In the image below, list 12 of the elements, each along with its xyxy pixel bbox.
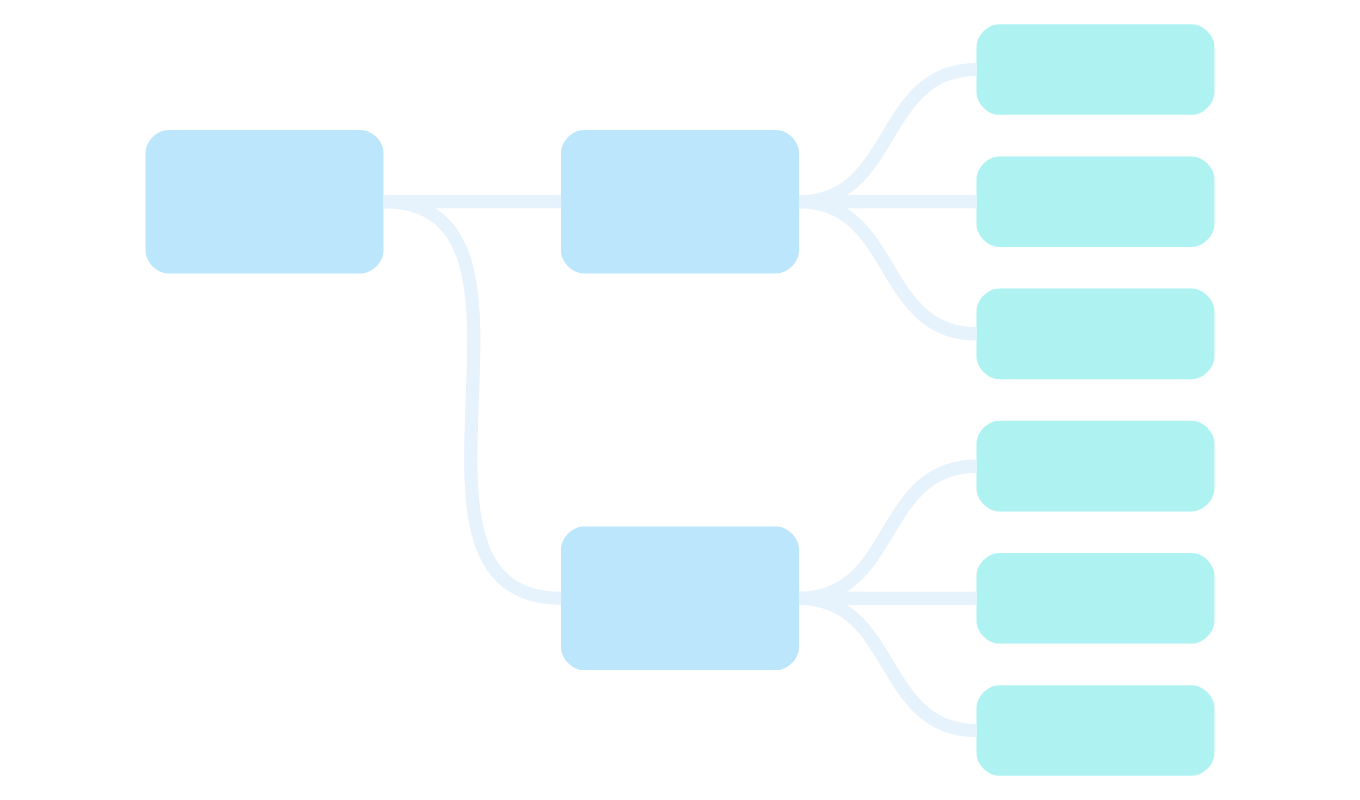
- node-box: [976, 288, 1215, 380]
- connector: [798, 459, 978, 605]
- node-box: [145, 129, 384, 274]
- node-box: [976, 156, 1215, 248]
- node-box: [976, 420, 1215, 512]
- node-box: [976, 24, 1215, 115]
- node-box: [561, 129, 799, 274]
- connector: [798, 195, 978, 341]
- node-box: [561, 526, 799, 671]
- connector: [382, 195, 563, 605]
- node-box: [976, 685, 1215, 776]
- node-box: [976, 552, 1215, 644]
